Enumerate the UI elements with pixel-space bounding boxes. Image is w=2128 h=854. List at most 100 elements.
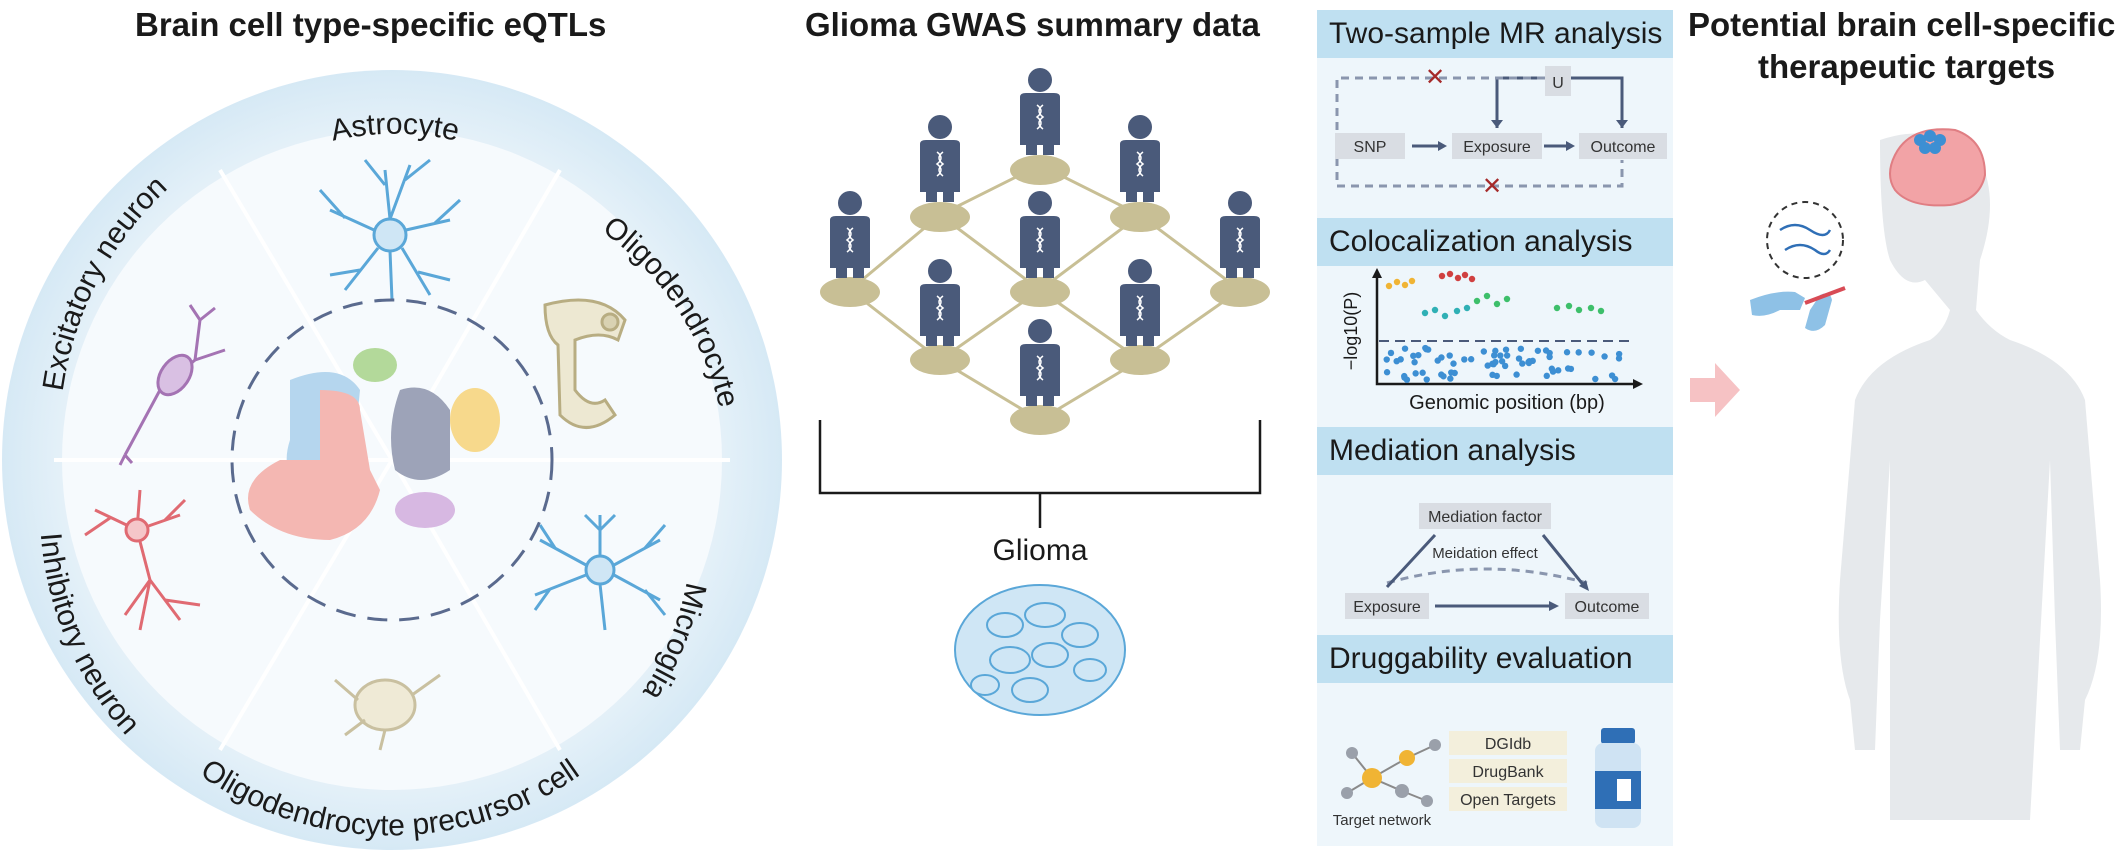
coloc-point [1454,274,1462,282]
coloc-point [1401,345,1409,352]
lattice-people [829,67,1261,407]
coloc-point [1431,306,1439,314]
mr-header: Two-sample MR analysis [1317,10,1673,58]
gwas-lattice: Glioma [818,67,1270,716]
mr-diagram: U ✕ ✕ SNP Exposure Outcome [1335,64,1667,200]
network-icon [1346,744,1436,802]
coloc-point [1588,349,1595,356]
coloc-point [1412,370,1419,377]
coloc-point [1408,277,1416,285]
coloc-point [1493,372,1500,380]
mediation-effect-label: Meidation effect [1432,545,1538,562]
coloc-point [1515,355,1523,362]
coloc-point [1422,344,1429,352]
coloc-point [1467,356,1475,363]
mediation-factor-box [1419,503,1551,529]
mr-u-box [1545,66,1571,96]
coloc-point [1501,362,1509,370]
targets-title-line1: Potential brain cell-specific [1688,6,2116,43]
coloc-point [1463,304,1471,312]
mediation-factor-label: Mediation factor [1428,509,1543,526]
coloc-point [1564,365,1572,372]
coloc-point [1438,272,1446,280]
oligodendrocyte-icon [543,298,627,429]
cell-type-wheel: Astrocyte Oligodendrocyte Microglia Olig… [2,70,782,850]
coloc-point [1385,282,1393,290]
mr-exposure-box [1452,133,1542,159]
coloc-point [1513,371,1520,378]
coloc-point [1608,372,1616,379]
opc-icon [334,673,441,751]
coloc-point [1461,271,1469,279]
network-node-icon [1399,750,1415,766]
coloc-point [1446,270,1454,278]
mediation-outcome-label: Outcome [1575,599,1640,616]
network-node-icon [1421,795,1433,807]
astrocyte-icon [318,158,462,301]
coloc-point [1441,312,1449,320]
db1-label: DGIdb [1485,736,1531,753]
coloc-point [1423,376,1430,383]
lattice-discs [820,155,1270,435]
coloc-point [1575,349,1582,356]
coloc-point [1419,369,1426,376]
coloc-point [1411,359,1418,366]
mr-outcome-label: Outcome [1591,139,1656,156]
coloc-point [1615,355,1623,362]
gloved-hand-icon [1750,291,1832,331]
coloc-point [1383,369,1391,376]
coloc-point [1415,351,1422,359]
drug-vial-icon [1595,728,1641,828]
mr-cross-top-icon: ✕ [1425,64,1445,91]
coloc-point [1387,349,1395,357]
coloc-point [1597,307,1605,315]
coloc-point [1503,352,1511,359]
human-silhouette [1838,133,2101,820]
mediation-diagram: Mediation factor Meidation effect Exposu… [1345,503,1649,619]
cluster-boundary [230,298,554,622]
network-node-icon [1395,784,1409,798]
coloc-point [1438,354,1445,361]
coloc-point [1383,356,1390,363]
coloc-point [1480,348,1488,355]
coloc-point [1517,345,1525,352]
network-label: Target network [1333,812,1432,829]
coloc-point [1549,368,1557,375]
coloc-point [1503,295,1511,303]
arrow-icon [1690,363,1740,417]
coloc-point [1534,347,1542,354]
coloc-point [1401,281,1409,289]
glioma-cells-icon [954,584,1126,716]
mr-cross-bottom-icon: ✕ [1482,173,1502,200]
mediation-header: Mediation analysis [1317,427,1673,475]
coloc-point [1403,376,1411,383]
coloc-point [1519,360,1526,367]
db3-box [1449,787,1567,811]
mr-snp-box [1335,133,1405,159]
coloc-point [1498,358,1506,365]
coloc-point [1453,307,1461,315]
glioma-label: Glioma [992,534,1087,567]
eqtl-title: Brain cell type-specific eQTLs [135,6,607,43]
bracket [818,420,1262,528]
coloc-ylabel: −log10(P) [1341,292,1361,371]
coloc-xlabel: Genomic position (bp) [1409,392,1605,414]
coloc-point [1448,369,1455,376]
gwas-title: Glioma GWAS summary data [805,6,1260,43]
targets-title-line2: therapeutic targets [1758,48,2056,85]
coloc-point [1502,346,1510,353]
coloc-point [1555,367,1562,374]
syringe-icon [1804,286,1846,305]
mediation-outcome-box [1565,593,1649,619]
coloc-point [1575,306,1583,314]
drug-header: Druggability evaluation [1317,635,1673,683]
coloc-point [1525,359,1533,367]
coloc-point [1497,352,1504,359]
mr-outcome-box [1579,133,1667,159]
coloc-point [1393,278,1401,286]
microglia-icon [533,513,667,631]
db2-label: DrugBank [1472,764,1544,781]
network-node-icon [1362,768,1382,788]
mediation-exposure-box [1345,593,1429,619]
coloc-point [1543,372,1550,380]
